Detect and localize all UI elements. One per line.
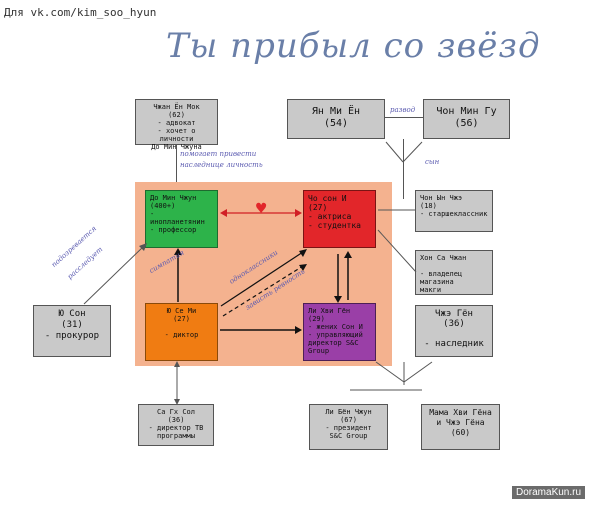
node-lee-jae-kyung: Чжэ Гён (36) - наследник [415, 305, 493, 357]
node-mama-hwi-kyung: Мама Хви Гёна и Чжэ Гёна (60) [421, 404, 500, 450]
node-lee-hwi-kyung: Ли Хви Гён (29) - жених Сон И - управляю… [303, 303, 376, 361]
yoo-seok-connector [83, 243, 147, 305]
node-cheon-min-gyu: Чон Мин Гу (56) [423, 99, 510, 139]
heart-icon: ♥ [256, 199, 267, 219]
node-yang-mi-yeon: Ян Ми Ён (54) [287, 99, 385, 139]
node-yoo-se-mi: Ю Се Ми (27) - диктор [145, 303, 218, 361]
son-connector-fork [385, 141, 423, 163]
node-yoo-seok: Ю Сон (31) - прокурор [33, 305, 111, 357]
node-lee-beom-joon: Ли Бён Чжун (67) - президент S&C Group [309, 404, 388, 450]
center-arrows [174, 248, 352, 334]
node-cheon-min-gyu-name: Чон Мин Гу [436, 106, 497, 117]
node-yang-mi-yeon-name: Ян Ми Ён [311, 106, 361, 117]
node-seo-gi-seo: Са Гх Сол (36) - директор ТВ программы [138, 404, 214, 446]
divorce-label: развод [390, 106, 416, 114]
son-connector-vertical [403, 139, 404, 199]
node-do-min-joon: До Мин Чжун (400+) - инопланетянин - про… [145, 190, 218, 248]
node-cheon-yun-jae: Чон Ын Чжэ (18) - старшеклассник [415, 190, 493, 232]
son-label: сын [425, 158, 440, 166]
jang-connector [176, 145, 177, 182]
node-jang-yeong-mok: Чжан Ён Мок (62) - адвокат - хочет о лич… [135, 99, 218, 151]
bottom-connectors [174, 361, 433, 405]
source-caption: Для vk.com/kim_soo_hyun [4, 6, 157, 19]
divorce-line [385, 117, 423, 118]
right-connectors [377, 209, 417, 273]
romance-arrow [220, 209, 302, 217]
node-hong-sa-jang: Хон Са Чжан - владелец магазина макги [415, 250, 493, 295]
node-cheon-min-gyu-age: (56) [454, 118, 479, 129]
node-cheon-song-yi: Чо сон И (27) - актриса - студентка [303, 190, 376, 248]
helps-label-1: помогает привести [180, 150, 257, 158]
watermark: DoramaKun.ru [512, 486, 586, 499]
helps-label-2: наследнице личность [180, 161, 263, 169]
node-yang-mi-yeon-age: (54) [323, 118, 349, 129]
page-title: Ты прибыл со звёзд [166, 26, 541, 66]
